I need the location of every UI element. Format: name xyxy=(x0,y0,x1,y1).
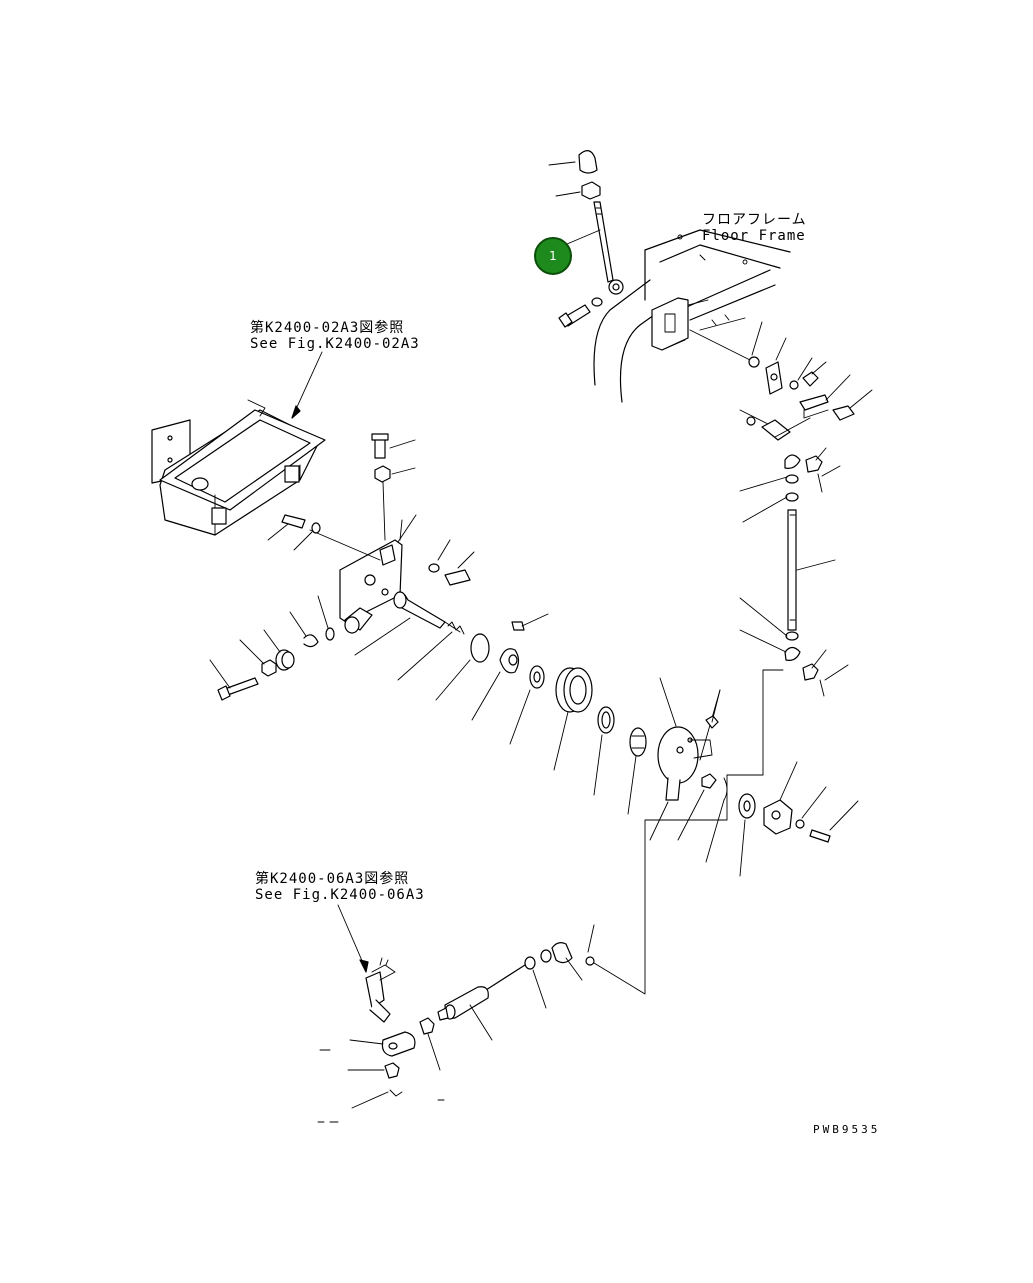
pin-spring-set xyxy=(354,591,465,681)
reference-note-top: 第K2400-02A3図参照 See Fig.K2400-02A3 xyxy=(250,320,420,352)
lower-link-wire xyxy=(593,774,728,995)
reference-note-top-en: See Fig.K2400-02A3 xyxy=(250,336,420,352)
support-bracket xyxy=(309,514,417,623)
bracket-bolt-right xyxy=(428,539,475,586)
lever-nut xyxy=(555,181,601,200)
part-callout-1[interactable]: 1 xyxy=(534,237,572,275)
hub-with-key xyxy=(471,613,549,721)
floor-frame xyxy=(593,229,791,403)
lower-rod-end xyxy=(524,924,595,1009)
damper-cylinder xyxy=(437,964,526,1041)
lever-plate xyxy=(649,677,728,863)
floor-frame-label-en: Floor Frame xyxy=(702,228,806,244)
floor-frame-label-jp: フロアフレーム xyxy=(702,212,807,228)
reference-note-top-jp: 第K2400-02A3図参照 xyxy=(250,320,405,336)
pivot-bolt xyxy=(558,297,603,328)
reference-note-bottom-en: See Fig.K2400-06A3 xyxy=(255,887,425,903)
o-ring xyxy=(435,633,490,701)
cam-plate xyxy=(738,761,859,877)
rod-linkage-right xyxy=(726,409,849,776)
lower-nut xyxy=(419,1017,441,1071)
seal-ring xyxy=(593,706,615,796)
lower-joint xyxy=(317,1031,445,1123)
reference-note-bottom: 第K2400-06A3図参照 See Fig.K2400-06A3 xyxy=(255,871,425,903)
pedal-arm xyxy=(337,904,396,1023)
gear-hub xyxy=(627,727,647,815)
side-bolt-washer xyxy=(267,514,321,551)
frame-hardware xyxy=(689,321,873,421)
spring-washer-stack xyxy=(209,595,335,701)
upper-bolt-and-nut xyxy=(371,433,416,541)
console-box xyxy=(151,351,326,536)
bushing xyxy=(344,607,373,634)
reference-note-bottom-jp: 第K2400-06A3図参照 xyxy=(255,871,410,887)
bearing xyxy=(553,667,593,771)
flat-washer xyxy=(509,665,545,745)
lever-knob xyxy=(548,150,598,174)
drawing-code: PWB9535 xyxy=(813,1123,881,1136)
floor-frame-label: フロアフレーム Floor Frame xyxy=(702,212,807,244)
